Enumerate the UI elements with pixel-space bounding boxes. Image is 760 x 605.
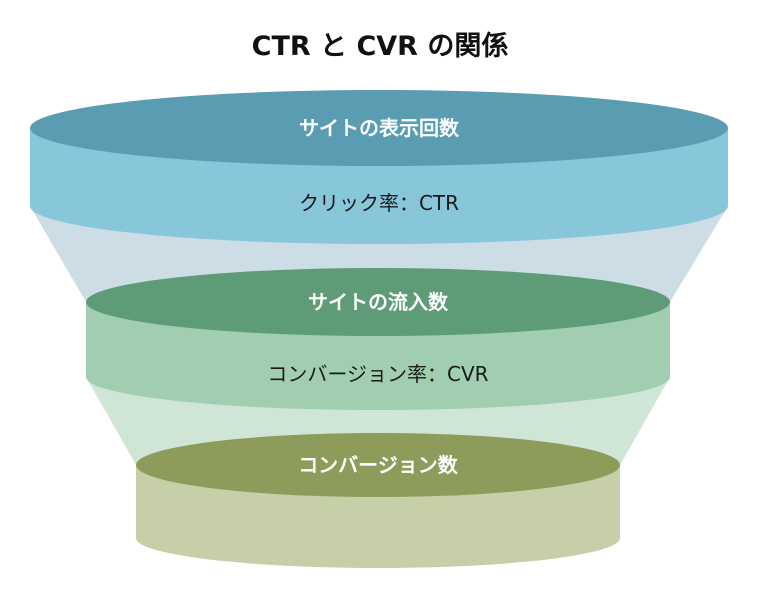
stage-conversions-top	[136, 433, 620, 497]
stage-impressions-label: サイトの表示回数	[299, 116, 460, 140]
stage-inflow-top	[86, 268, 670, 336]
stage-conversions-label: コンバージョン数	[298, 453, 459, 477]
stage-inflow: サイトの流入数 コンバージョン率：CVR	[86, 268, 670, 410]
stage-inflow-label: サイトの流入数	[308, 290, 449, 314]
stage-impressions: サイトの表示回数 クリック率：CTR	[30, 90, 728, 244]
ctr-label: クリック率：CTR	[299, 191, 459, 215]
cvr-label: コンバージョン率：CVR	[267, 362, 488, 386]
stage-conversions: コンバージョン数	[136, 433, 620, 568]
stage-impressions-top	[30, 90, 728, 166]
diagram-title: CTR と CVR の関係	[252, 31, 509, 62]
